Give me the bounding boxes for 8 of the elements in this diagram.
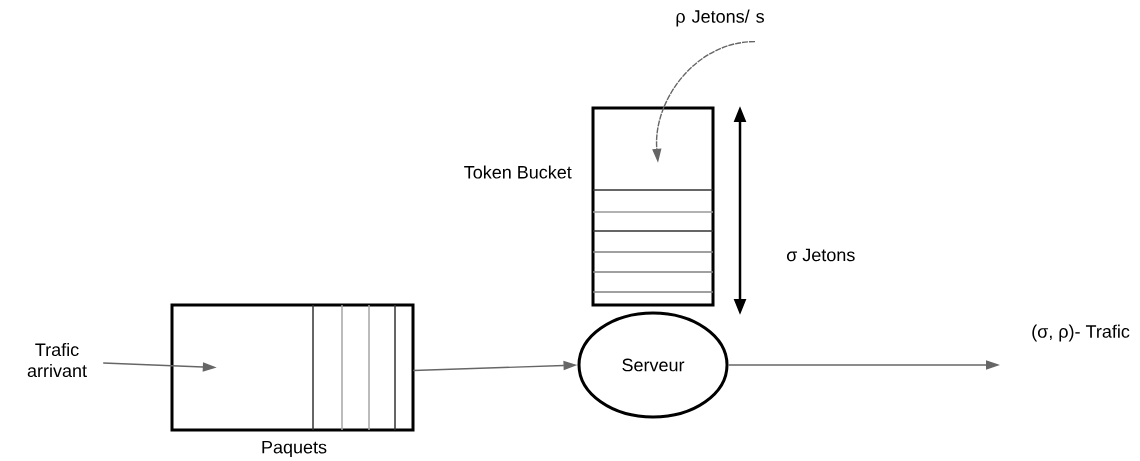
bucket-box: Token Bucket	[464, 106, 715, 307]
text-label: Trafic arrivant	[27, 342, 87, 378]
node-label: Token Bucket	[464, 165, 572, 179]
queue-box: Paquets	[170, 303, 415, 458]
text-label: σ Jetons	[786, 248, 855, 262]
text-label: (σ, ρ)- Trafic	[1032, 324, 1130, 342]
node-label: Paquets	[262, 440, 327, 458]
text-label: ρ Jetons/ s	[676, 9, 764, 27]
